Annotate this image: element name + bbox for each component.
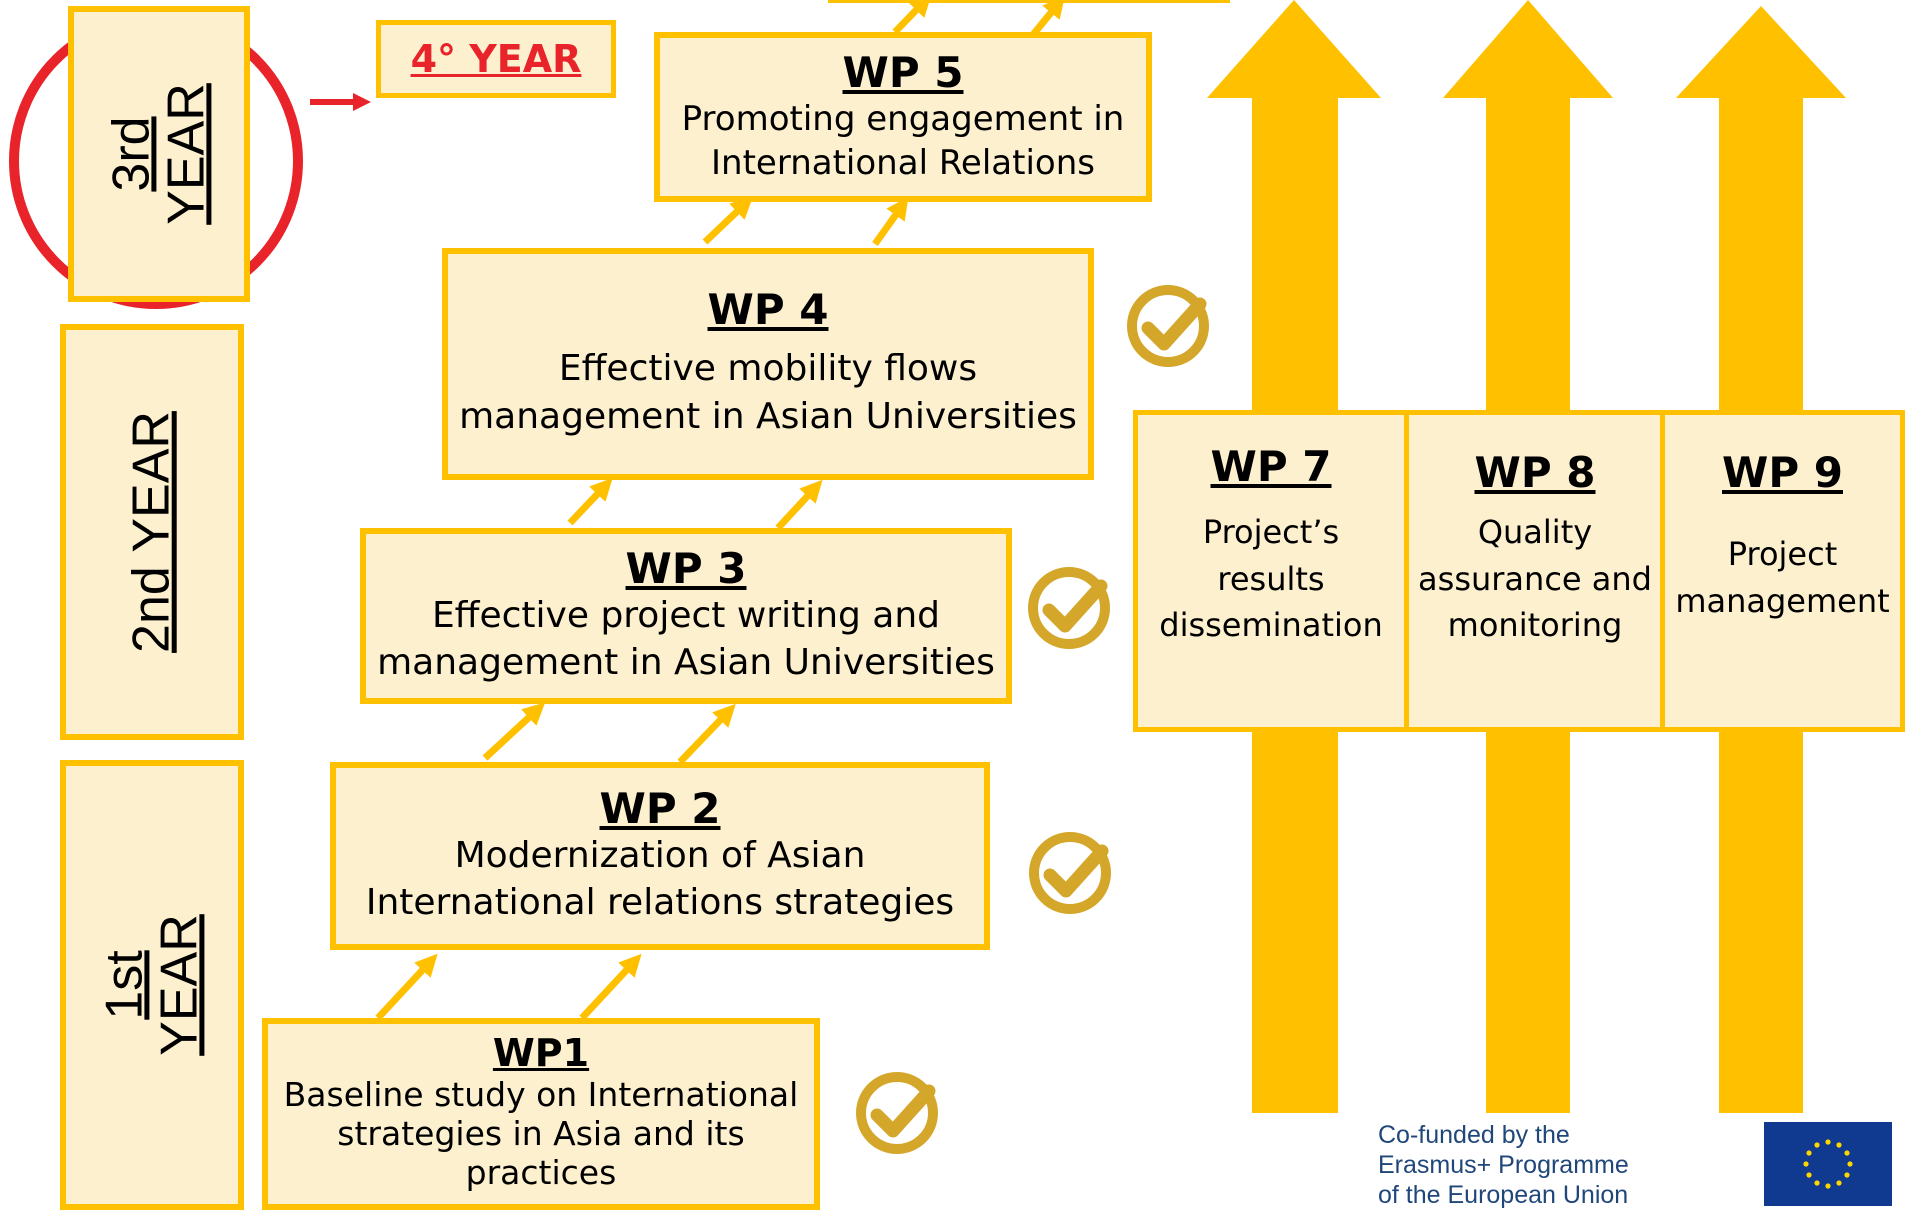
connector-arrow bbox=[1029, 0, 1066, 39]
wp8-title: WP 8 bbox=[1474, 448, 1596, 497]
wp1-title: WP1 bbox=[492, 1031, 590, 1075]
year-2-box: 2nd YEAR bbox=[60, 324, 244, 740]
check-icon-wp2 bbox=[1034, 837, 1106, 909]
connector-arrow bbox=[677, 703, 736, 765]
wp7-title: WP 7 bbox=[1210, 442, 1332, 491]
year-4-label: 4° YEAR bbox=[376, 20, 616, 98]
wp4-title: WP 4 bbox=[707, 285, 829, 335]
wp2-title: WP 2 bbox=[599, 784, 721, 834]
wp5-title: WP 5 bbox=[842, 47, 964, 97]
check-icon-wp4 bbox=[1132, 290, 1204, 362]
connector-arrow bbox=[892, 0, 932, 35]
check-icon-wp1 bbox=[861, 1077, 933, 1149]
eu-flag-icon bbox=[1764, 1122, 1892, 1206]
connector-arrow bbox=[702, 196, 754, 245]
year-2-label: 2nd YEAR bbox=[122, 411, 181, 653]
connector-arrow bbox=[482, 702, 546, 761]
wp3-title: WP 3 bbox=[625, 544, 747, 594]
connector-arrow bbox=[375, 953, 438, 1021]
connector-arrow bbox=[579, 953, 642, 1021]
connector-arrow bbox=[872, 196, 909, 247]
wp9-title: WP 9 bbox=[1722, 448, 1843, 497]
connector-arrow bbox=[567, 477, 613, 526]
check-icon-wp3 bbox=[1033, 572, 1105, 644]
connector-arrow bbox=[775, 479, 823, 531]
